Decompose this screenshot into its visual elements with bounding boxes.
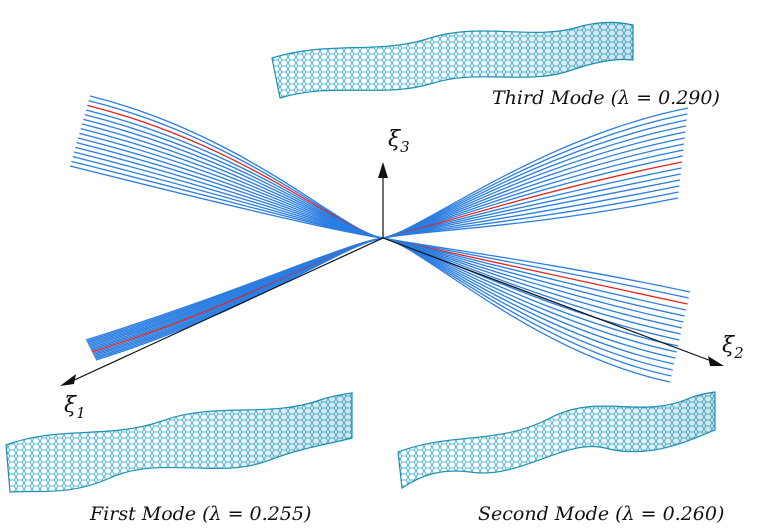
xi2-label: ξ2	[722, 333, 744, 362]
bifurcation-path	[81, 123, 683, 329]
second-mode-label: Second Mode (λ = 0.260)	[478, 503, 724, 525]
third-mode-sheet	[271, 21, 634, 99]
xi3-label: ξ3	[388, 127, 410, 156]
third-mode-label: Third Mode (λ = 0.290)	[492, 87, 720, 109]
xi1-arrowhead	[60, 374, 76, 386]
bifurcation-path	[94, 185, 680, 358]
bifurcation-path	[85, 107, 689, 341]
bifurcation-path	[89, 95, 691, 293]
xi2-axis-line	[382, 237, 715, 363]
bifurcation-path	[95, 197, 679, 361]
xi3-arrowhead	[378, 162, 388, 178]
xi1-label: ξ1	[64, 393, 86, 422]
xi1-axis-line	[69, 237, 384, 383]
second-mode-sheet	[397, 391, 716, 490]
xi2-arrowhead	[708, 356, 724, 366]
bifurcation-path	[71, 160, 672, 377]
bifurcation-path	[69, 165, 671, 383]
first-mode-label: First Mode (λ = 0.255)	[89, 503, 311, 525]
axes	[60, 162, 724, 386]
first-mode-sheet	[5, 392, 353, 493]
